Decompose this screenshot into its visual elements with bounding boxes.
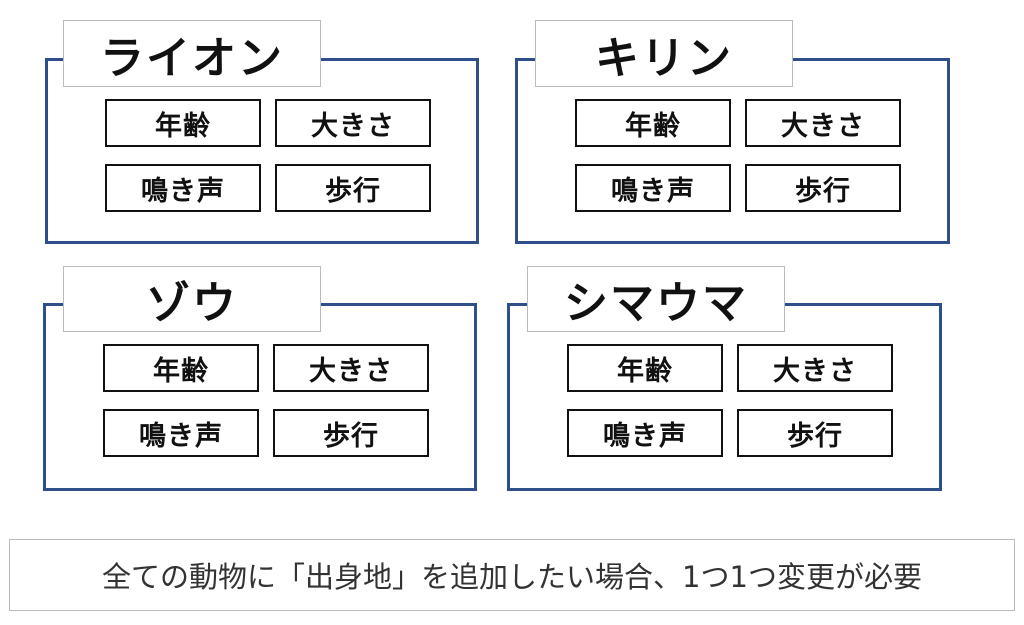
attribute-box-walk: 歩行 — [275, 164, 431, 212]
attribute-box-cry: 鳴き声 — [575, 164, 731, 212]
animal-title-zebra: シマウマ — [527, 266, 785, 332]
attribute-box-age: 年齢 — [105, 99, 261, 147]
attribute-box-size: 大きさ — [745, 99, 901, 147]
attribute-box-age: 年齢 — [575, 99, 731, 147]
attribute-box-size: 大きさ — [275, 99, 431, 147]
attribute-box-cry: 鳴き声 — [105, 164, 261, 212]
animal-card-zebra: 年齢 大きさ 鳴き声 歩行 — [507, 303, 942, 491]
attribute-box-age: 年齢 — [103, 344, 259, 392]
attribute-box-size: 大きさ — [273, 344, 429, 392]
animal-title-lion: ライオン — [63, 20, 321, 87]
animal-title-elephant: ゾウ — [63, 266, 321, 332]
attribute-box-age: 年齢 — [567, 344, 723, 392]
attribute-box-walk: 歩行 — [745, 164, 901, 212]
animal-card-lion: 年齢 大きさ 鳴き声 歩行 — [45, 58, 479, 244]
attribute-box-size: 大きさ — [737, 344, 893, 392]
attribute-box-walk: 歩行 — [273, 409, 429, 457]
attribute-box-cry: 鳴き声 — [567, 409, 723, 457]
animal-title-giraffe: キリン — [535, 20, 793, 87]
caption-note: 全ての動物に「出身地」を追加したい場合、1つ1つ変更が必要 — [9, 539, 1015, 611]
attribute-box-walk: 歩行 — [737, 409, 893, 457]
animal-card-giraffe: 年齢 大きさ 鳴き声 歩行 — [515, 58, 950, 244]
animal-card-elephant: 年齢 大きさ 鳴き声 歩行 — [43, 303, 477, 491]
attribute-box-cry: 鳴き声 — [103, 409, 259, 457]
